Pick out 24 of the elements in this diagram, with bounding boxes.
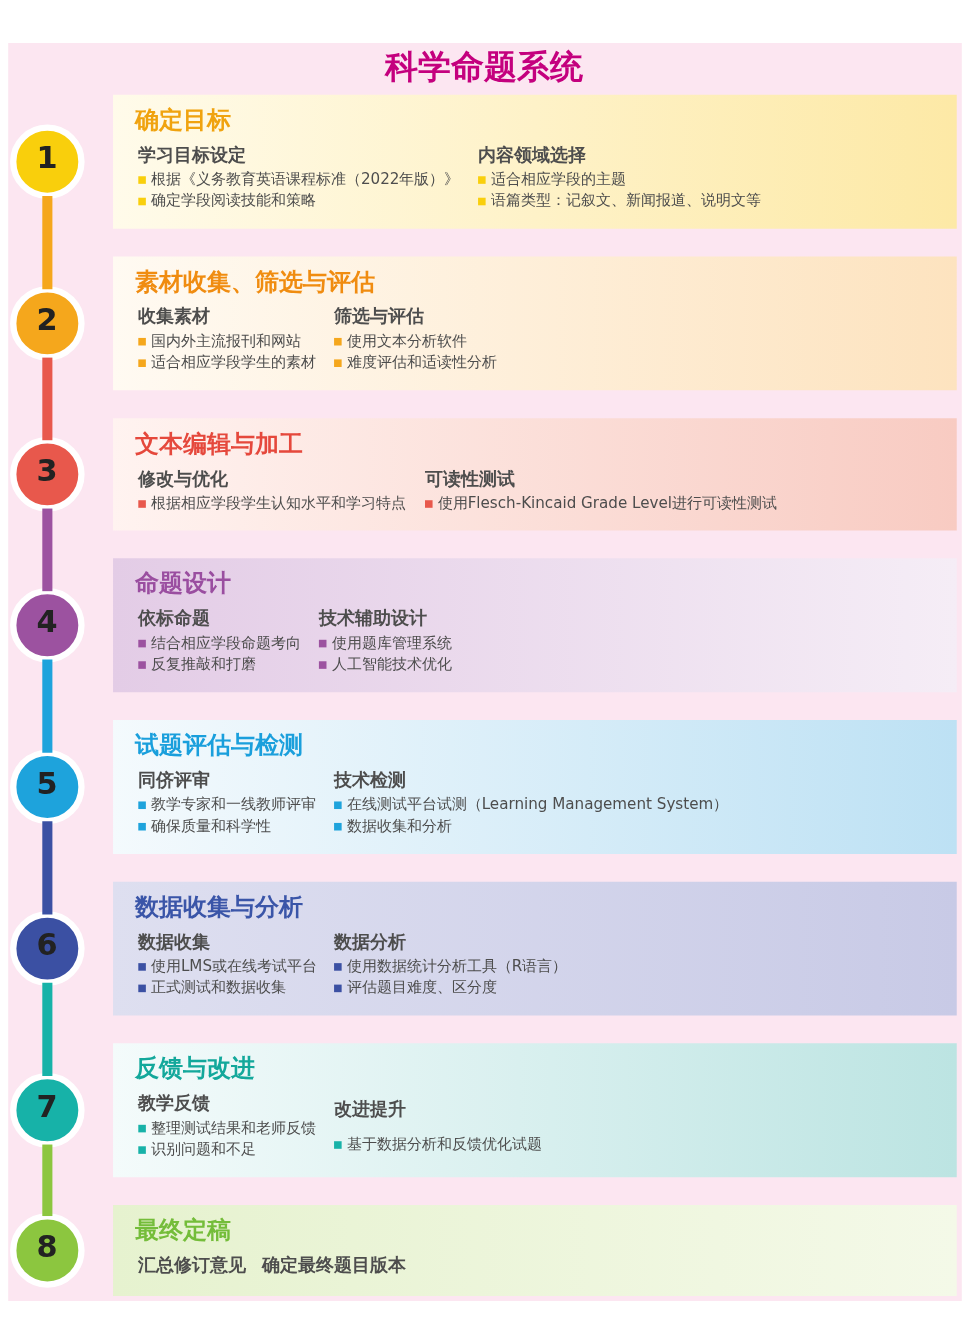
diagram-title: 科学命题系统 [385, 48, 584, 87]
node-circle: 6 [10, 911, 85, 986]
node-box: 命题设计 依标命题 结合相应学段命题考向 反复推敲和打磨 技术辅助设计 使用题库管理系统 人工智能技术优化 [113, 558, 957, 693]
node-box: 最终定稿 汇总修订意见 确定最终题目版本 [113, 1205, 957, 1296]
connector [42, 508, 53, 592]
connector [42, 821, 53, 915]
connector [42, 659, 53, 753]
node-circle: 7 [10, 1073, 85, 1148]
node-box: 文本编辑与加工 修改与优化 根据相应学段学生认知水平和学习特点 可读性测试 使用Flesch-Kincaid Grade Level进行可读性测试 [113, 418, 957, 531]
connector [42, 982, 53, 1077]
node-box: 素材收集、筛选与评估 收集素材 国内外主流报刊和网站 适合相应学段学生的素材 筛选与评估 使用文本分析软件 难度评估和适读性分析 [113, 256, 957, 391]
node-circle: 8 [10, 1213, 85, 1288]
connector [42, 1144, 53, 1217]
node-circle: 2 [10, 286, 85, 361]
node-circle: 4 [10, 588, 85, 663]
connector [42, 195, 53, 290]
node-circle: 3 [10, 437, 85, 512]
node-box: 确定目标 学习目标设定 根据《义务教育英语课程标准（2022年版）》 确定学段阅读技能和策略 内容领域选择 适合相应学段的主题 语篇类型：记叙文、新闻报道、说明文等 [113, 94, 957, 229]
node-circle: 5 [10, 749, 85, 825]
connector [42, 357, 53, 441]
node-box: 反馈与改进 教学反馈 整理测试结果和老师反馈 识别问题和不足 改进提升 基于数据分析和反馈优化试题 [113, 1043, 957, 1178]
node-box: 试题评估与检测 同侪评审 教学专家和一线教师评审 确保质量和科学性 技术检测 在线测试平台试测（Learning Management System） 数据收集和分析 [113, 720, 957, 854]
node-box: 数据收集与分析 数据收集 使用LMS或在线考试平台 正式测试和数据收集 数据分析 使用数据统计分析工具（R语言） 评估题目难度、区分度 [113, 881, 957, 1016]
node-circle: 1 [10, 124, 85, 199]
